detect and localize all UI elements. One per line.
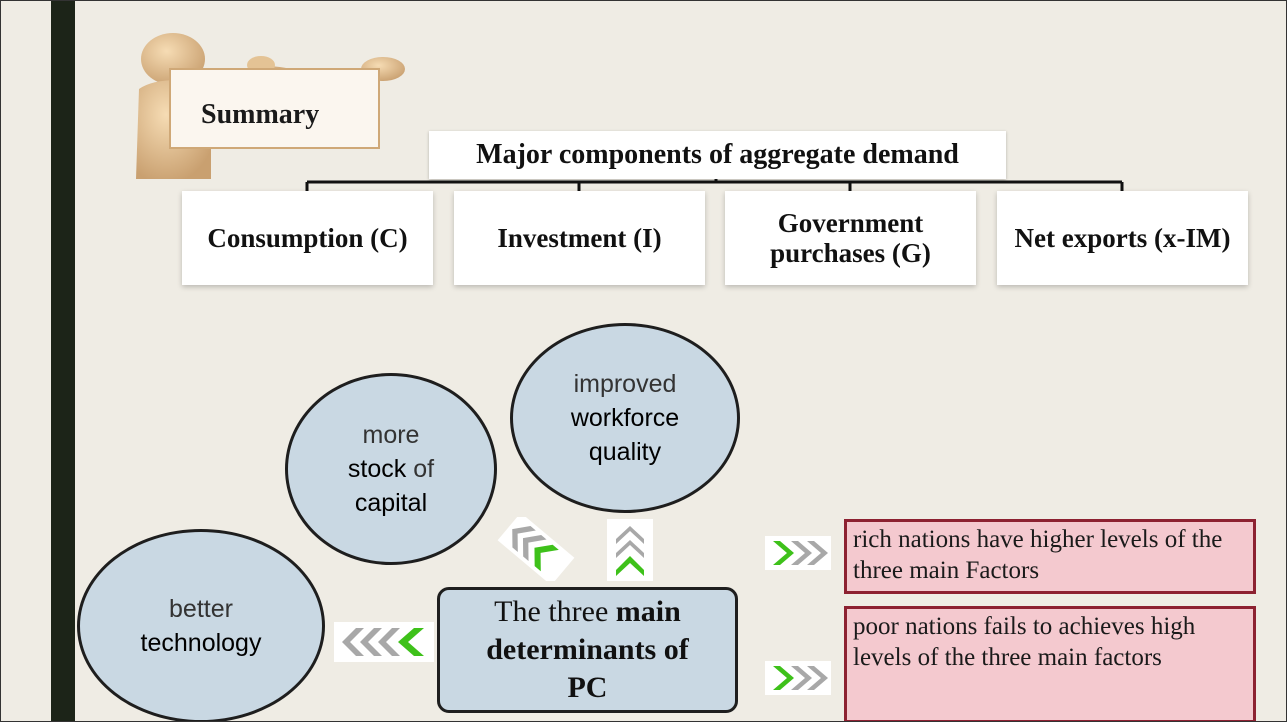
aggregate-demand-heading: Major components of aggregate demand — [429, 131, 1006, 179]
component-consumption: Consumption (C) — [182, 191, 433, 285]
chevron-arrow-icon — [497, 517, 575, 581]
poor-nations-note: poor nations fails to achieves high leve… — [844, 606, 1256, 721]
chevron-arrow-icon — [334, 622, 434, 662]
determinant-capital-stock: more stock of capital — [285, 373, 497, 565]
chevron-arrow-icon — [765, 536, 831, 570]
summary-sign-card — [169, 68, 380, 149]
left-accent-bar — [51, 1, 75, 721]
summary-title: Summary — [201, 99, 320, 130]
determinant-workforce-quality: improved workforce quality — [510, 323, 740, 513]
rich-nations-note: rich nations have higher levels of the t… — [844, 519, 1256, 594]
chevron-arrow-icon — [607, 519, 653, 581]
chevron-arrow-icon — [765, 661, 831, 695]
component-government-purchases: Government purchases (G) — [725, 191, 976, 285]
determinant-better-technology: better technology — [77, 529, 325, 721]
component-investment: Investment (I) — [454, 191, 705, 285]
main-determinants-box: The three main determinants of PC — [437, 587, 738, 713]
component-net-exports: Net exports (x-IM) — [997, 191, 1248, 285]
